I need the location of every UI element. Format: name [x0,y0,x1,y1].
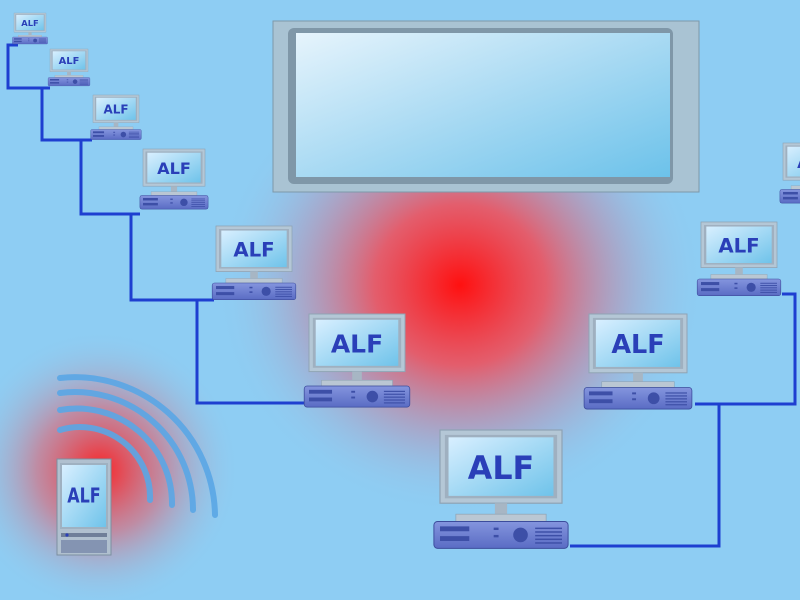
computer-icon [433,429,569,549]
computer-icon [47,48,91,87]
computer-icon [583,313,693,410]
workstation-label: ALF [468,451,534,487]
workstation-7: ALF [433,429,569,549]
workstation-8: ALF [583,313,693,410]
workstation-6: ALF [303,313,411,408]
workstation-9: ALF [696,221,782,297]
mobile-device-label: ALF [67,485,101,508]
workstation-label: ALF [797,153,800,172]
workstation-label: ALF [157,159,191,178]
computer-icon [303,313,411,408]
wireless-waves-icon [57,374,218,518]
workstation-label: ALF [331,329,383,358]
computer-icon [779,142,800,204]
workstation-label: ALF [21,18,38,28]
network-cables [6,43,797,548]
workstation-1: ALF [12,12,48,45]
workstation-label: ALF [233,238,274,261]
workstation-label: ALF [59,56,80,67]
computer-icon [139,148,209,210]
workstation-3: ALF [90,94,142,140]
workstation-4: ALF [139,148,209,210]
workstation-label: ALF [103,102,128,116]
mobile-device: ALF [56,458,112,556]
big-display-screen [272,20,700,193]
computer-icon [211,225,297,301]
workstation-5: ALF [211,225,297,301]
workstation-label: ALF [718,234,759,257]
computer-icon [696,221,782,297]
workstation-10: ALF [779,142,800,204]
computer-icon [90,94,142,140]
workstation-label: ALF [611,330,664,360]
workstation-2: ALF [47,48,91,87]
